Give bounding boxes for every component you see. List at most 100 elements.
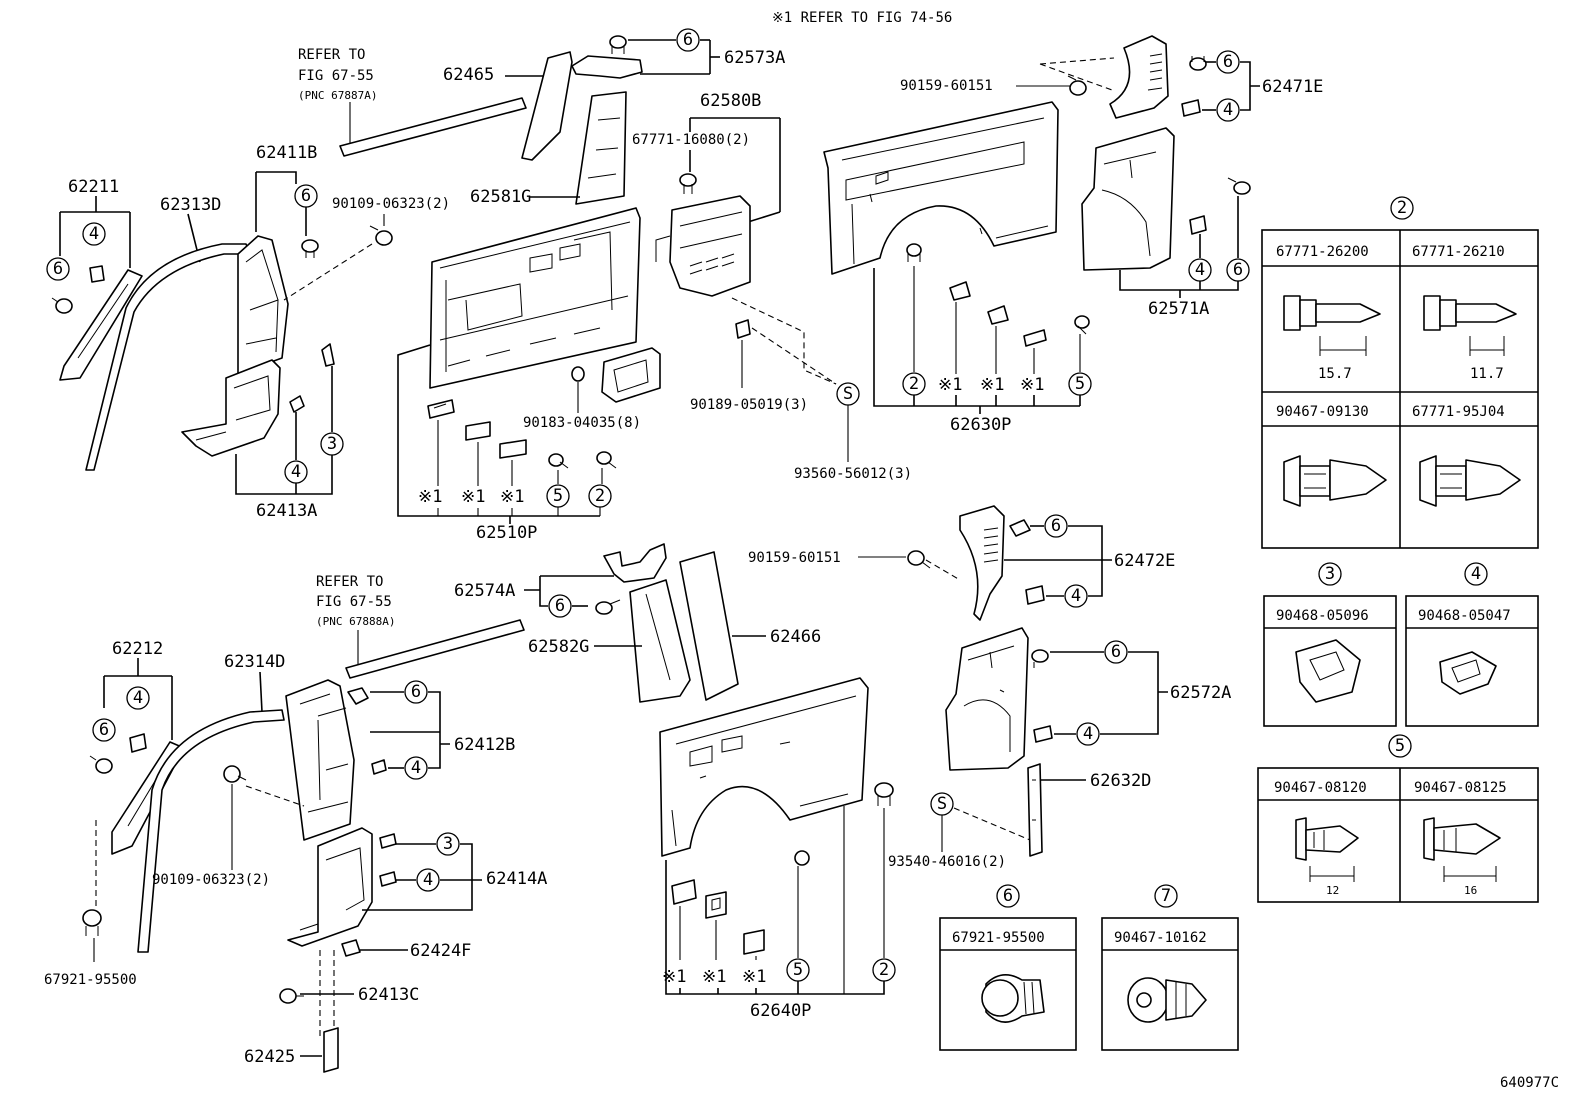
marker-4-e: 4 bbox=[126, 686, 150, 710]
ref1-i: ※1 bbox=[742, 967, 766, 987]
marker-6-d: 6 bbox=[1226, 258, 1250, 282]
label-90189-05019: 90189-05019(3) bbox=[690, 397, 808, 413]
svg-text:2: 2 bbox=[879, 960, 889, 980]
clip-drawing-67771-95J04 bbox=[1419, 455, 1521, 507]
header-note: ※1 REFER TO FIG 74-56 bbox=[772, 10, 952, 26]
svg-text:6: 6 bbox=[301, 186, 311, 206]
marker-2-c: 2 bbox=[872, 958, 896, 982]
ref1-f: ※1 bbox=[1020, 375, 1044, 395]
part-62582G bbox=[629, 579, 691, 703]
clip-ref1-c bbox=[499, 439, 527, 459]
marker-5-c: 5 bbox=[786, 958, 810, 982]
svg-text:7: 7 bbox=[1161, 886, 1171, 906]
clip-62573A bbox=[609, 35, 627, 54]
clip-drawing-90467-08120: 12 bbox=[1295, 817, 1359, 897]
marker-6-f: 6 bbox=[404, 680, 428, 704]
svg-text:6: 6 bbox=[1111, 642, 1121, 662]
legend-pn-90467-10162: 90467-10162 bbox=[1114, 930, 1207, 946]
label-62212: 62212 bbox=[112, 639, 163, 659]
clip-4-h bbox=[1025, 585, 1045, 605]
clip-6-f bbox=[347, 687, 369, 705]
marker-4-i: 4 bbox=[1076, 722, 1100, 746]
marker-2-b: 2 bbox=[902, 372, 926, 396]
label-62572A: 62572A bbox=[1170, 683, 1231, 703]
label-62424F: 62424F bbox=[410, 941, 471, 961]
svg-text:3: 3 bbox=[1325, 564, 1335, 584]
svg-text:6: 6 bbox=[1233, 260, 1243, 280]
part-62466 bbox=[679, 551, 739, 701]
clip-ref1-g bbox=[671, 879, 697, 905]
label-62411B: 62411B bbox=[256, 143, 317, 163]
marker-6-g: 6 bbox=[548, 594, 572, 618]
svg-text:4: 4 bbox=[1471, 564, 1481, 584]
weatherstrip-lower bbox=[345, 619, 525, 679]
svg-text:3: 3 bbox=[443, 834, 453, 854]
label-62574A: 62574A bbox=[454, 581, 515, 601]
legend-group-6: 6 67921-95500 bbox=[939, 884, 1077, 1051]
marker-2: 2 bbox=[588, 484, 612, 508]
clip-6-b bbox=[301, 239, 319, 258]
svg-text:4: 4 bbox=[411, 758, 421, 778]
marker-4-f: 4 bbox=[404, 756, 428, 780]
part-62413A bbox=[181, 359, 281, 457]
part-62465 bbox=[521, 51, 573, 161]
legend-pn-90468-05096: 90468-05096 bbox=[1276, 608, 1369, 624]
marker-4-d: 4 bbox=[1188, 258, 1212, 282]
ref1-e: ※1 bbox=[980, 375, 1004, 395]
svg-text:4: 4 bbox=[1071, 586, 1081, 606]
marker-6-c: 6 bbox=[1216, 50, 1240, 74]
clip-4-a bbox=[89, 265, 105, 283]
label-67921-95500-bot: 67921-95500 bbox=[44, 972, 137, 988]
label-62581G: 62581G bbox=[470, 187, 531, 207]
clip-drawing-90467-09130 bbox=[1283, 455, 1387, 507]
svg-text:6: 6 bbox=[1223, 52, 1233, 72]
clip-ref1-e bbox=[987, 305, 1009, 325]
marker-6: 6 bbox=[676, 28, 700, 52]
svg-text:4: 4 bbox=[89, 224, 99, 244]
clip-62413C bbox=[279, 988, 304, 1004]
svg-text:5: 5 bbox=[1395, 736, 1405, 756]
part-62581G bbox=[575, 91, 627, 205]
marker-5: 5 bbox=[546, 484, 570, 508]
legend-dim-11-7: 11.7 bbox=[1470, 366, 1504, 382]
clip-6-h bbox=[1009, 519, 1031, 537]
label-62630P: 62630P bbox=[950, 415, 1011, 435]
part-62630P-panel bbox=[823, 101, 1059, 275]
clip-62424F bbox=[341, 939, 361, 957]
part-62211 bbox=[59, 269, 143, 381]
svg-text:2: 2 bbox=[1397, 198, 1407, 218]
label-refer-lower-2: FIG 67-55 bbox=[316, 594, 392, 610]
legend-dim-12: 12 bbox=[1326, 884, 1339, 897]
label-62314D: 62314D bbox=[224, 652, 285, 672]
ref1-c: ※1 bbox=[500, 487, 524, 507]
legend-pn-67771-95J04: 67771-95J04 bbox=[1412, 404, 1505, 420]
svg-text:4: 4 bbox=[423, 870, 433, 890]
label-62413A: 62413A bbox=[256, 501, 317, 521]
marker-6-e: 6 bbox=[92, 718, 116, 742]
marker-4-c: 4 bbox=[1216, 98, 1240, 122]
marker-3-b: 3 bbox=[436, 832, 460, 856]
legend-pn-90468-05047: 90468-05047 bbox=[1418, 608, 1511, 624]
label-62571A: 62571A bbox=[1148, 299, 1209, 319]
legend-pn-67771-26210: 67771-26210 bbox=[1412, 244, 1505, 260]
legend-group-5: 5 90467-08120 90467-08125 12 16 bbox=[1257, 734, 1539, 903]
clip-ref1-d bbox=[949, 281, 971, 301]
clip-4-f bbox=[371, 759, 387, 775]
marker-4-a: 4 bbox=[82, 222, 106, 246]
marker-6-i: 6 bbox=[1104, 640, 1128, 664]
legend-group-3: 3 90468-05096 bbox=[1263, 562, 1397, 727]
clip-4-b bbox=[289, 395, 305, 413]
part-62640P-panel bbox=[659, 677, 869, 857]
label-90109-06323-bot: 90109-06323(2) bbox=[152, 872, 270, 888]
svg-text:2: 2 bbox=[595, 486, 605, 506]
svg-text:6: 6 bbox=[411, 682, 421, 702]
part-62471E bbox=[1109, 35, 1169, 119]
label-refer-lower-3: (PNC 67888A) bbox=[316, 615, 395, 628]
svg-text:5: 5 bbox=[553, 486, 563, 506]
clip-drawing-67771-26200: 15.7 bbox=[1283, 295, 1381, 382]
ref1-d: ※1 bbox=[938, 375, 962, 395]
svg-text:5: 5 bbox=[1075, 374, 1085, 394]
ref1-a: ※1 bbox=[418, 487, 442, 507]
part-62572A bbox=[945, 627, 1029, 771]
